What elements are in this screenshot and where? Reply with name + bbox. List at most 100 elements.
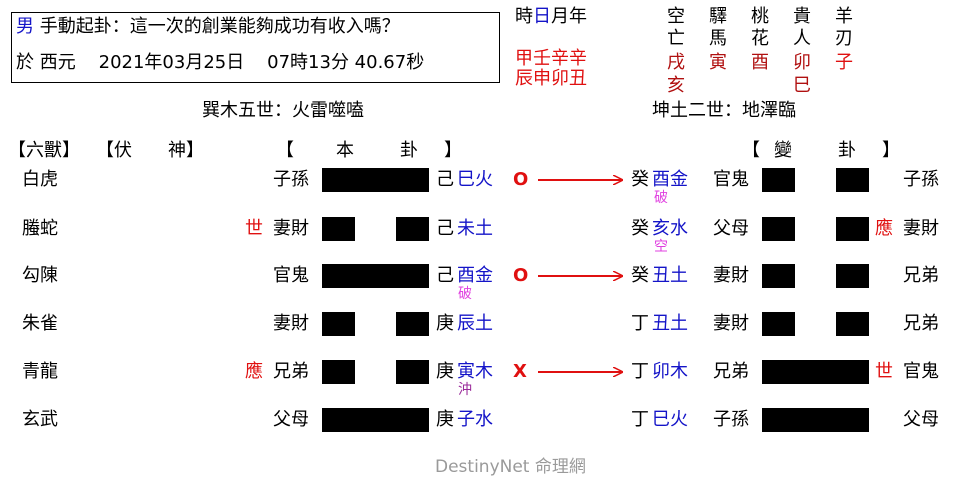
six-beast-label: 青龍 <box>22 361 58 382</box>
stem-label: 己 <box>436 169 454 190</box>
watermark: DestinyNet 命理網 <box>435 457 586 477</box>
yin-line-bar-left <box>322 312 355 336</box>
changed-note-label: 破 <box>654 190 668 206</box>
changed-relation-right: 妻財 <box>903 218 939 239</box>
yin-line-bar-right <box>396 217 429 241</box>
branch-label: 酉金 <box>457 265 493 286</box>
yang-line-bar <box>322 264 429 288</box>
six-relation-label: 父母 <box>273 409 309 430</box>
stem-label: 庚 <box>436 313 454 334</box>
changed-stem-label: 癸 <box>631 218 649 239</box>
changed-yin-line-bar-right <box>836 217 869 241</box>
changed-relation-label: 子孫 <box>713 409 749 430</box>
spirit-names-2: 桃 <box>751 6 769 27</box>
date-line: 於 西元 2021年03月25日 07時13分 40.67秒 <box>16 52 424 74</box>
bian-gua-char1: 變 <box>774 140 792 161</box>
stem-label: 庚 <box>436 409 454 430</box>
day-label: 日 <box>533 6 551 27</box>
changed-shi-ying-marker: 世 <box>875 361 893 382</box>
yin-line-bar-left <box>322 217 355 241</box>
changed-relation-right: 兄弟 <box>903 265 939 286</box>
stem-label: 己 <box>436 218 454 239</box>
yang-line-bar <box>322 408 429 432</box>
spirit-branches1-2: 酉 <box>751 52 769 73</box>
changed-relation-label: 父母 <box>713 218 749 239</box>
changed-note-label: 空 <box>654 239 668 255</box>
branch-label: 寅木 <box>457 361 493 382</box>
spirit-branches1-4: 子 <box>835 52 853 73</box>
spirit-names-3: 貴 <box>793 6 811 27</box>
changed-yin-line-bar-left <box>762 168 795 192</box>
spirit-branches1-3: 卯 <box>793 52 811 73</box>
changed-branch-label: 丑土 <box>652 265 688 286</box>
spirit-branches2-1: 巳 <box>793 75 811 96</box>
question-text: 手動起卦：這一次的創業能夠成功有收入嗎？ <box>39 16 400 37</box>
time-value: 07時13分 40.67秒 <box>267 52 425 73</box>
changed-relation-right: 父母 <box>903 409 939 430</box>
changed-stem-label: 丁 <box>631 361 649 382</box>
ben-gua-close: 】 <box>444 140 462 161</box>
branch-label: 子水 <box>457 409 493 430</box>
shi-ying-marker: 應 <box>245 361 263 382</box>
bian-gua-open: 【 <box>742 140 760 161</box>
yin-line-bar-right <box>396 312 429 336</box>
changed-branch-label: 丑土 <box>652 313 688 334</box>
yin-line-bar-right <box>396 360 429 384</box>
spirit-names2-1: 馬 <box>709 28 727 49</box>
changed-relation-label: 官鬼 <box>713 169 749 190</box>
changed-yin-line-bar-right <box>836 168 869 192</box>
changed-branch-label: 亥水 <box>652 218 688 239</box>
six-relation-label: 妻財 <box>273 218 309 239</box>
changed-branch-label: 巳火 <box>652 409 688 430</box>
month-year-label: 月年 <box>551 6 587 27</box>
changed-yin-line-bar-left <box>762 217 795 241</box>
changed-shi-ying-marker: 應 <box>875 218 893 239</box>
yin-line-bar-left <box>322 360 355 384</box>
spirit-names2-2: 花 <box>751 28 769 49</box>
changed-stem-label: 丁 <box>631 313 649 334</box>
changed-yang-line-bar <box>762 360 869 384</box>
note-label: 破 <box>458 286 472 302</box>
six-beast-label: 玄武 <box>22 409 58 430</box>
changed-branch-label: 卯木 <box>652 361 688 382</box>
changed-hexagram-name: 坤土二世：地澤臨 <box>652 100 796 121</box>
changed-branch-label: 酉金 <box>652 169 688 190</box>
question-line: 男 手動起卦：這一次的創業能夠成功有收入嗎？ <box>16 16 400 38</box>
hour-label: 時 <box>515 6 533 27</box>
question-info-box <box>11 12 500 83</box>
gender-label: 男 <box>16 16 34 37</box>
shi-ying-marker: 世 <box>245 218 263 239</box>
six-relation-label: 妻財 <box>273 313 309 334</box>
stem-label: 庚 <box>436 361 454 382</box>
stems-row: 甲壬辛辛 <box>515 48 587 69</box>
change-symbol: O <box>513 169 529 190</box>
spirit-branches1-0: 戌 <box>667 52 685 73</box>
spirit-names2-0: 亡 <box>667 28 685 49</box>
change-symbol: X <box>513 361 527 382</box>
six-beast-label: 朱雀 <box>22 313 58 334</box>
changed-stem-label: 癸 <box>631 169 649 190</box>
spirit-names-0: 空 <box>667 6 685 27</box>
six-relation-label: 子孫 <box>273 169 309 190</box>
spirit-branches1-1: 寅 <box>709 52 727 73</box>
bian-gua-close: 】 <box>882 140 900 161</box>
branches-row: 辰申卯丑 <box>515 68 587 89</box>
date-value: 2021年03月25日 <box>98 52 245 73</box>
six-beast-label: 白虎 <box>22 169 58 190</box>
stem-label: 己 <box>436 265 454 286</box>
ben-gua-char1: 本 <box>336 140 354 161</box>
changed-yin-line-bar-left <box>762 264 795 288</box>
changed-relation-right: 兄弟 <box>903 313 939 334</box>
fushen-header: 【伏 神】 <box>96 140 204 161</box>
date-prefix: 於 西元 <box>16 52 76 73</box>
spirit-names-4: 羊 <box>835 6 853 27</box>
changed-relation-right: 子孫 <box>903 169 939 190</box>
spirit-branches2-0: 亥 <box>667 75 685 96</box>
branch-label: 未土 <box>457 218 493 239</box>
bian-gua-char2: 卦 <box>838 140 856 161</box>
changed-yin-line-bar-left <box>762 312 795 336</box>
ben-gua-open: 【 <box>276 140 294 161</box>
changed-stem-label: 癸 <box>631 265 649 286</box>
changed-relation-label: 兄弟 <box>713 361 749 382</box>
changed-yin-line-bar-right <box>836 312 869 336</box>
